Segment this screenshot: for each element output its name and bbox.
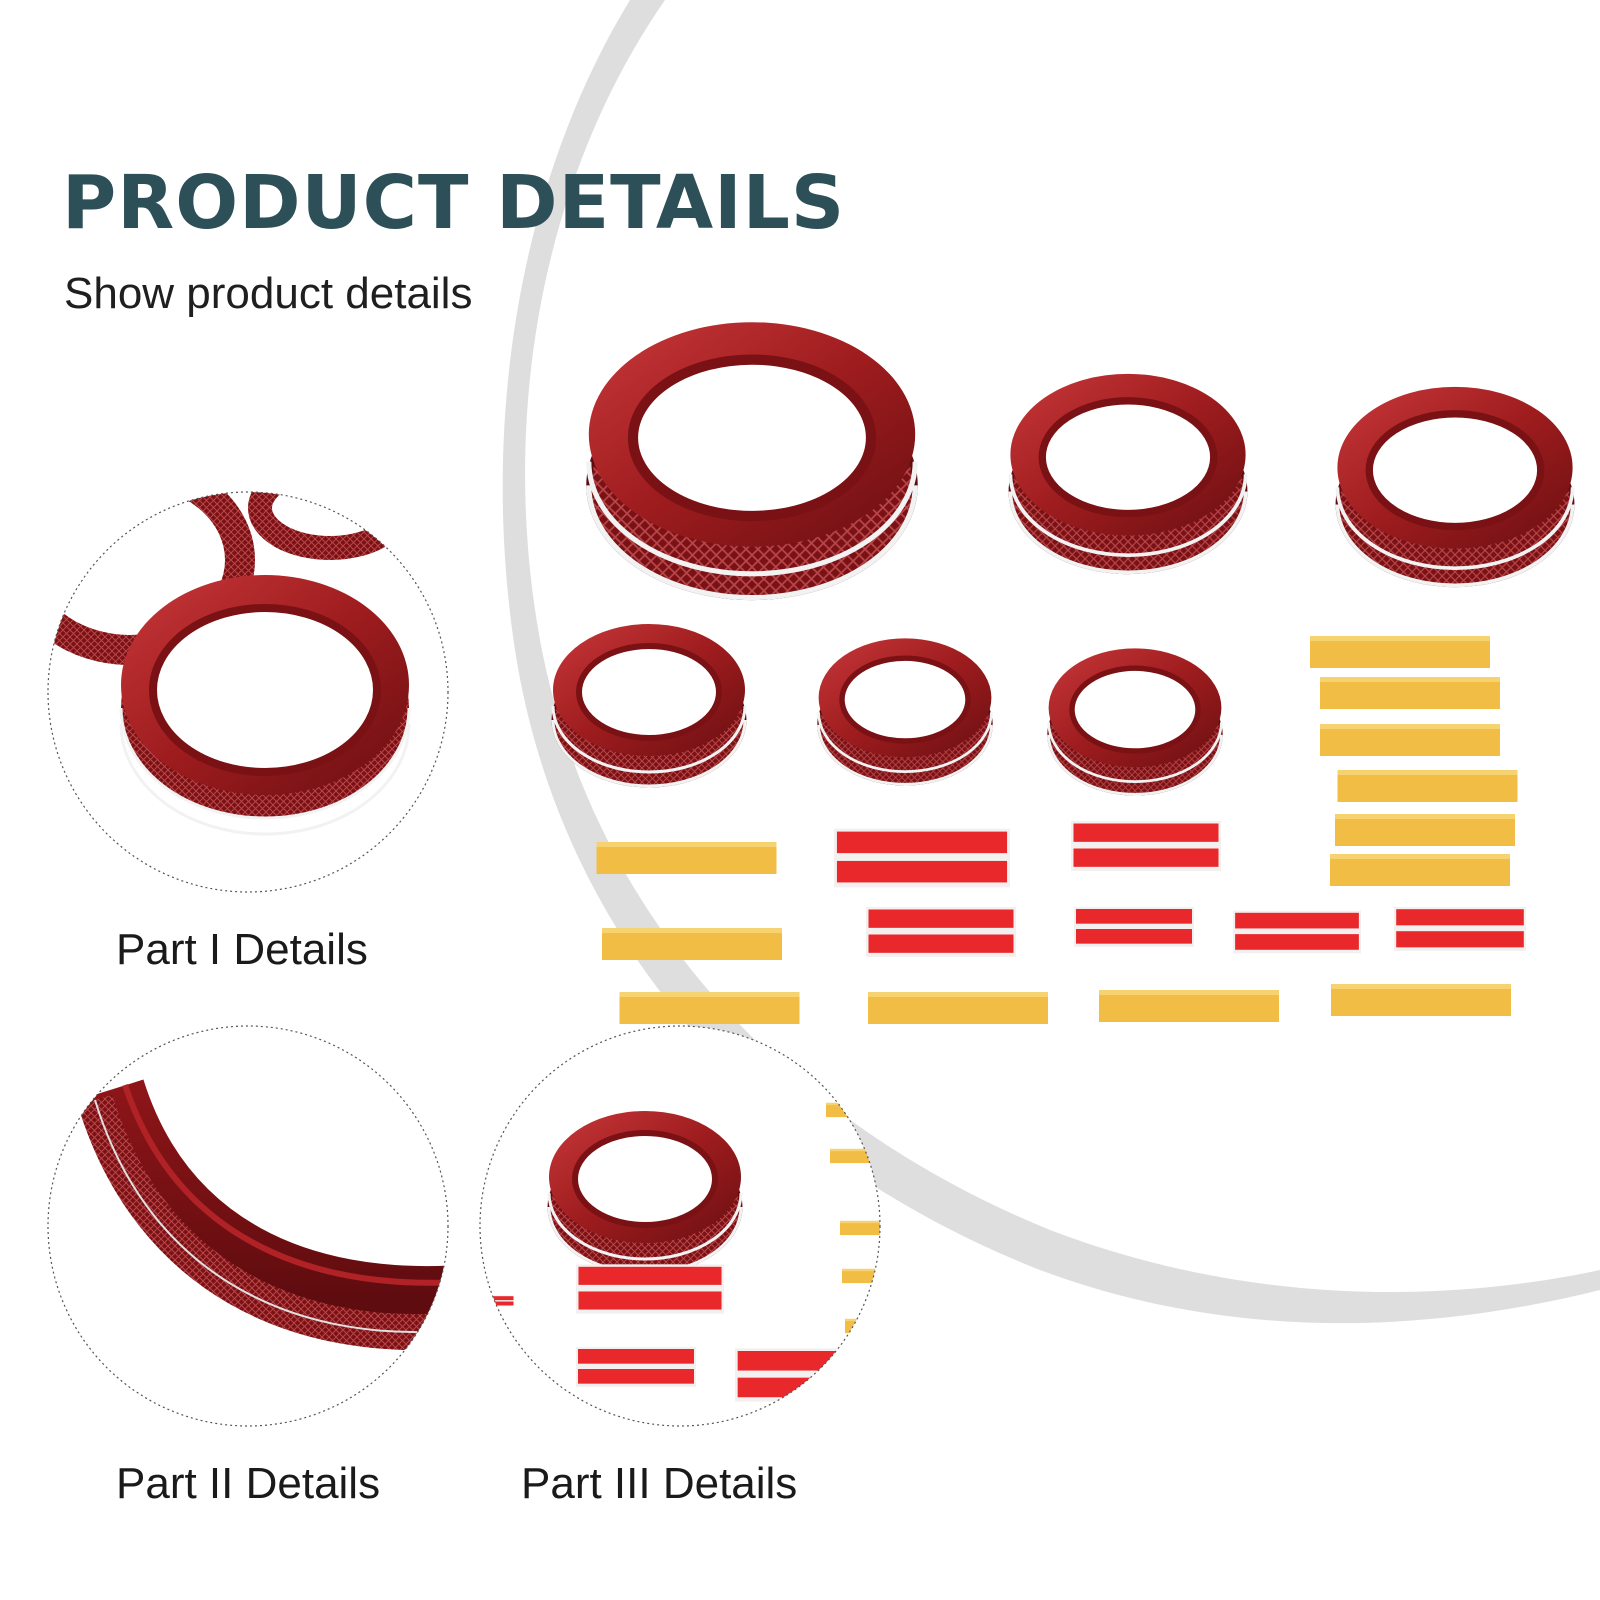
tape-yellow [1099,990,1279,1022]
ring-medium-2 [1337,387,1572,585]
tape-yellow [596,842,777,874]
tape-red [1071,821,1221,871]
tape-red [1394,907,1526,951]
ring-set [553,322,1573,794]
caption-part-1: Part I Details [116,925,368,974]
caption-part-2: Part II Details [116,1459,381,1508]
ring-large [589,322,915,597]
tape-yellow [1310,636,1490,668]
detail-circle-part-1 [47,491,449,893]
tape-yellow [602,928,782,960]
detail-circle-part-3 [479,1025,881,1427]
caption-part-3: Part III Details [521,1459,798,1508]
tape-yellow [1331,984,1511,1016]
tape-yellow [868,992,1048,1024]
tape-yellow [619,992,800,1024]
tape-red [1074,907,1194,947]
tape-red [866,907,1016,957]
ring-small-1 [553,624,745,786]
tape-yellow [1337,770,1518,802]
ring-small-2 [819,638,992,784]
tape-red [834,828,1010,888]
ring-medium-1 [1010,374,1245,572]
ring-small-3 [1049,648,1222,794]
tape-red [1233,910,1361,954]
tape-yellow [1330,854,1510,886]
tape-yellow [1320,677,1500,709]
tape-yellow [1335,814,1515,846]
detail-circle-part-2 [47,1025,449,1427]
page-title: PRODUCT DETAILS [62,160,846,246]
tape-yellow [1320,724,1500,756]
page-subtitle: Show product details [64,269,473,318]
